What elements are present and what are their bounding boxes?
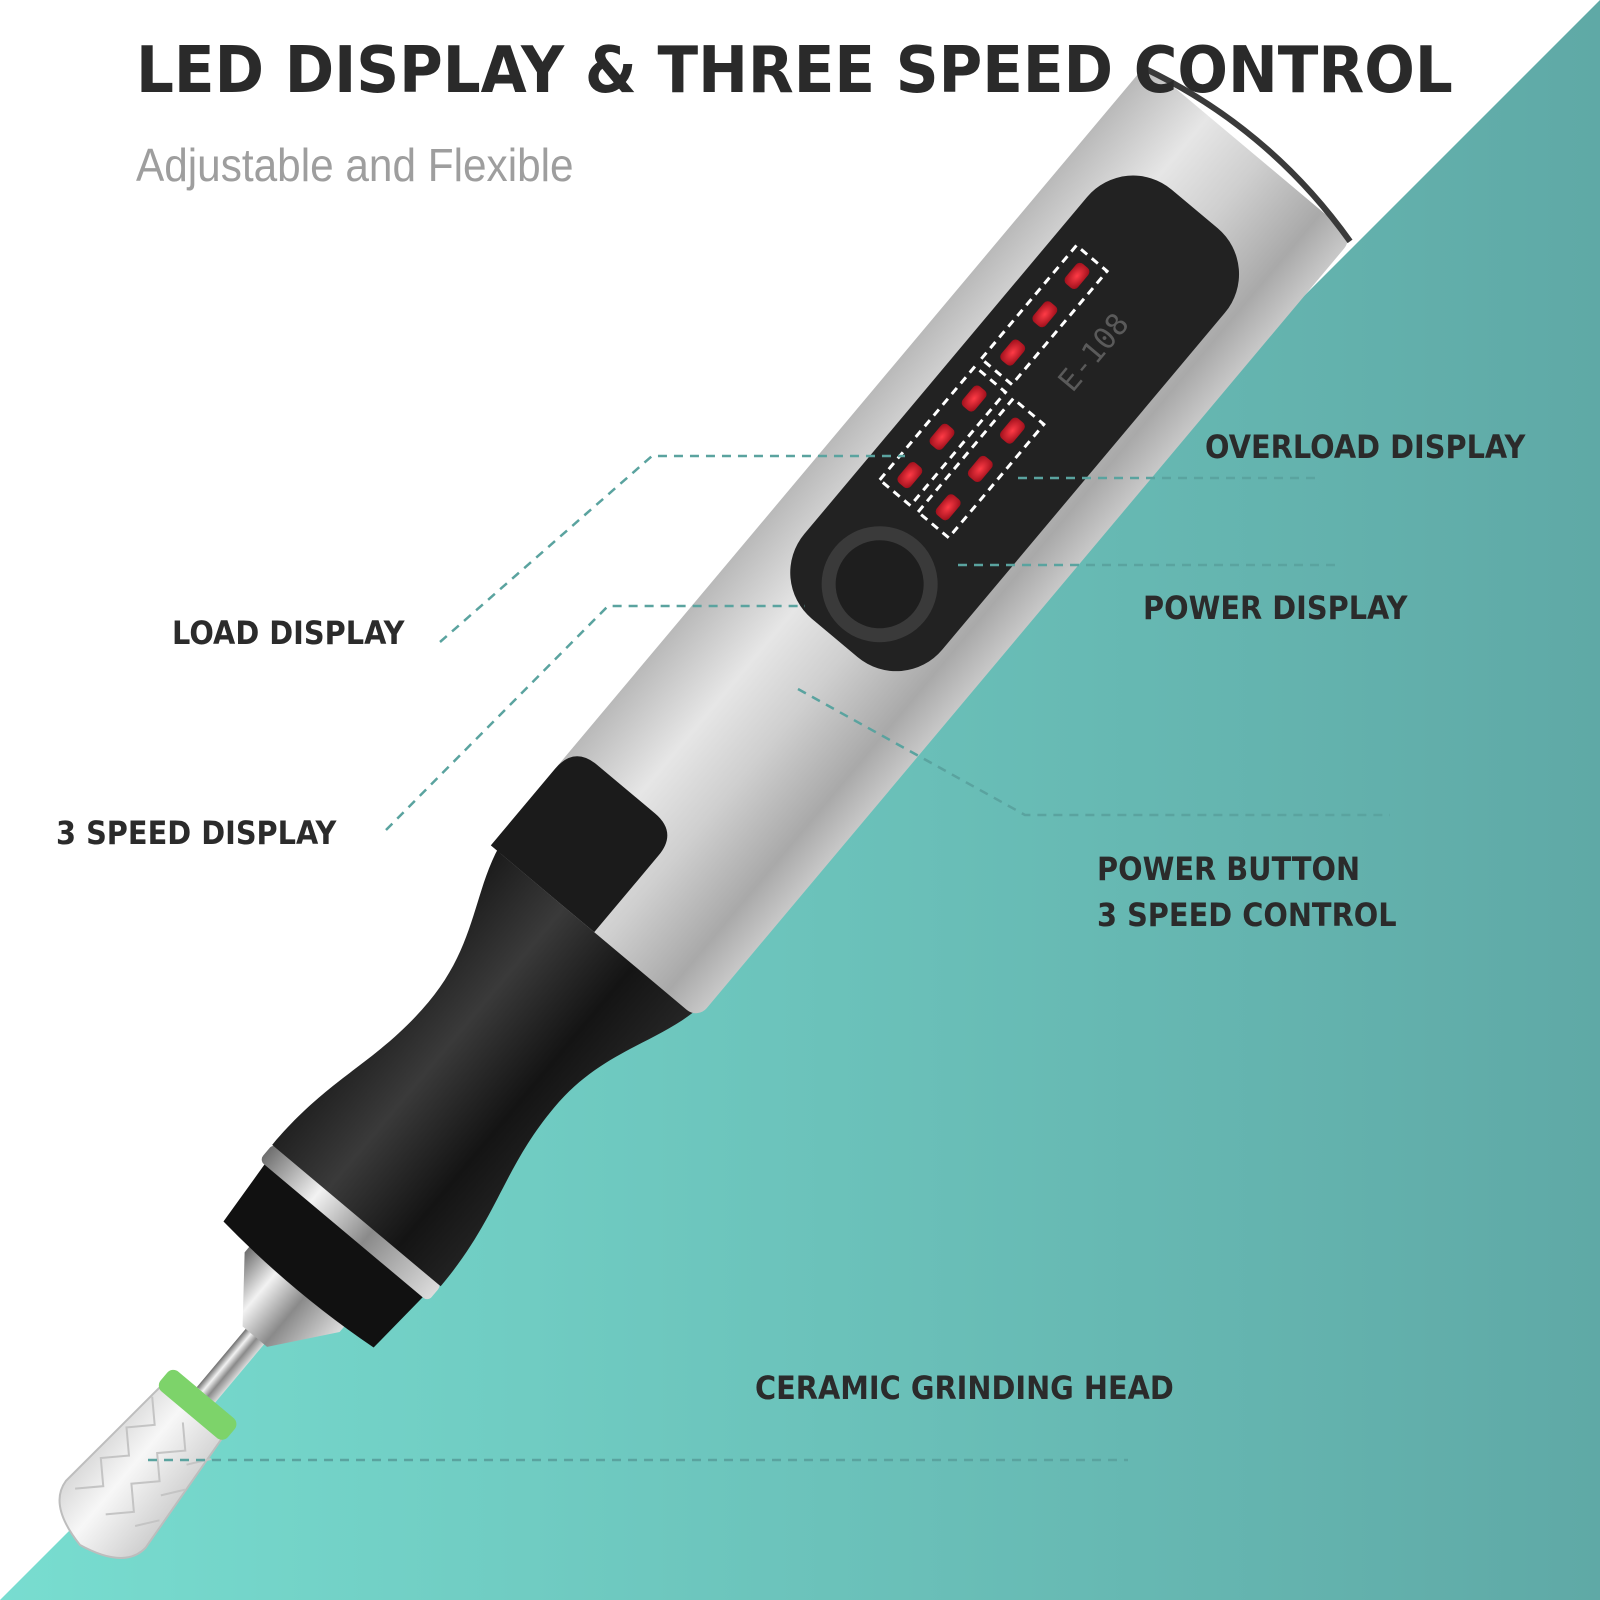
- label-power-display: POWER DISPLAY: [1143, 589, 1408, 627]
- page-title: LED DISPLAY & THREE SPEED CONTROL: [136, 34, 1453, 108]
- label-overload-display: OVERLOAD DISPLAY: [1205, 428, 1526, 466]
- label-load-display: LOAD DISPLAY: [172, 614, 405, 652]
- label-3-speed-control: 3 SPEED CONTROL: [1097, 896, 1397, 934]
- leader-load-display: [439, 454, 905, 643]
- power-button-graphic: [821, 526, 938, 643]
- leader-power-button: [797, 687, 1390, 817]
- ceramic-grinding-bit: [58, 1325, 267, 1559]
- leader-lines: [148, 454, 1390, 1462]
- label-ceramic-grinding-head: CERAMIC GRINDING HEAD: [755, 1369, 1174, 1407]
- label-power-button: POWER BUTTON: [1097, 850, 1361, 888]
- page-subtitle: Adjustable and Flexible: [136, 139, 574, 191]
- label-3-speed-display: 3 SPEED DISPLAY: [56, 814, 337, 852]
